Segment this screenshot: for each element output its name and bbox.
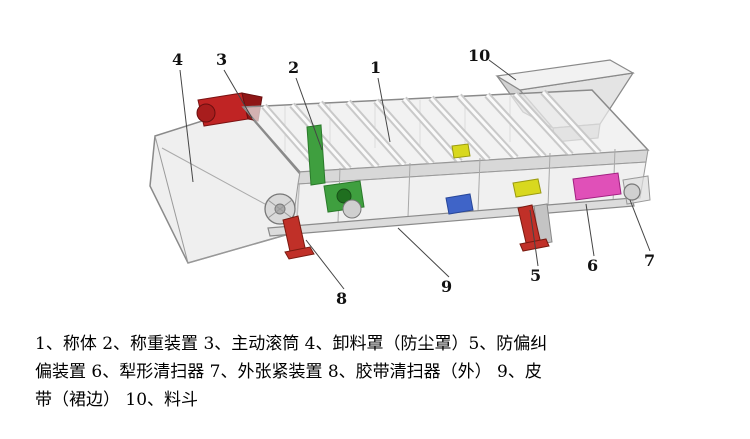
sensor-block — [445, 193, 474, 215]
plow-cleaner — [451, 143, 542, 198]
legend-line-1: 1、称体 2、称重装置 3、主动滚筒 4、卸料罩（防尘罩）5、防偏纠 — [35, 334, 548, 354]
callout-7: 7 — [644, 251, 656, 270]
leader-lines — [179, 59, 651, 290]
callout-9: 9 — [441, 277, 453, 296]
callout-4: 4 — [172, 50, 184, 69]
machine-drawing — [149, 59, 651, 290]
callout-10: 10 — [468, 46, 491, 65]
belt-weigher-diagram: 1 2 3 4 5 6 7 8 9 10 — [149, 46, 656, 308]
support-legs — [282, 204, 550, 260]
callout-8: 8 — [336, 289, 348, 308]
callout-6: 6 — [587, 256, 599, 275]
callout-3: 3 — [216, 50, 228, 69]
callout-1: 1 — [370, 58, 382, 77]
legend-line-2: 偏装置 6、犁形清扫器 7、外张紧装置 8、胶带清扫器（外） 9、皮 — [35, 362, 542, 382]
belt-cleaner — [264, 193, 296, 225]
tension-device — [572, 172, 651, 205]
callout-2: 2 — [288, 58, 300, 77]
callout-5: 5 — [530, 266, 542, 285]
legend-line-3: 带（裙边） 10、料斗 — [35, 390, 199, 410]
weighing-device — [306, 124, 365, 219]
parts-legend: 1、称体 2、称重装置 3、主动滚筒 4、卸料罩（防尘罩）5、防偏纠 偏装置 6… — [35, 330, 725, 414]
